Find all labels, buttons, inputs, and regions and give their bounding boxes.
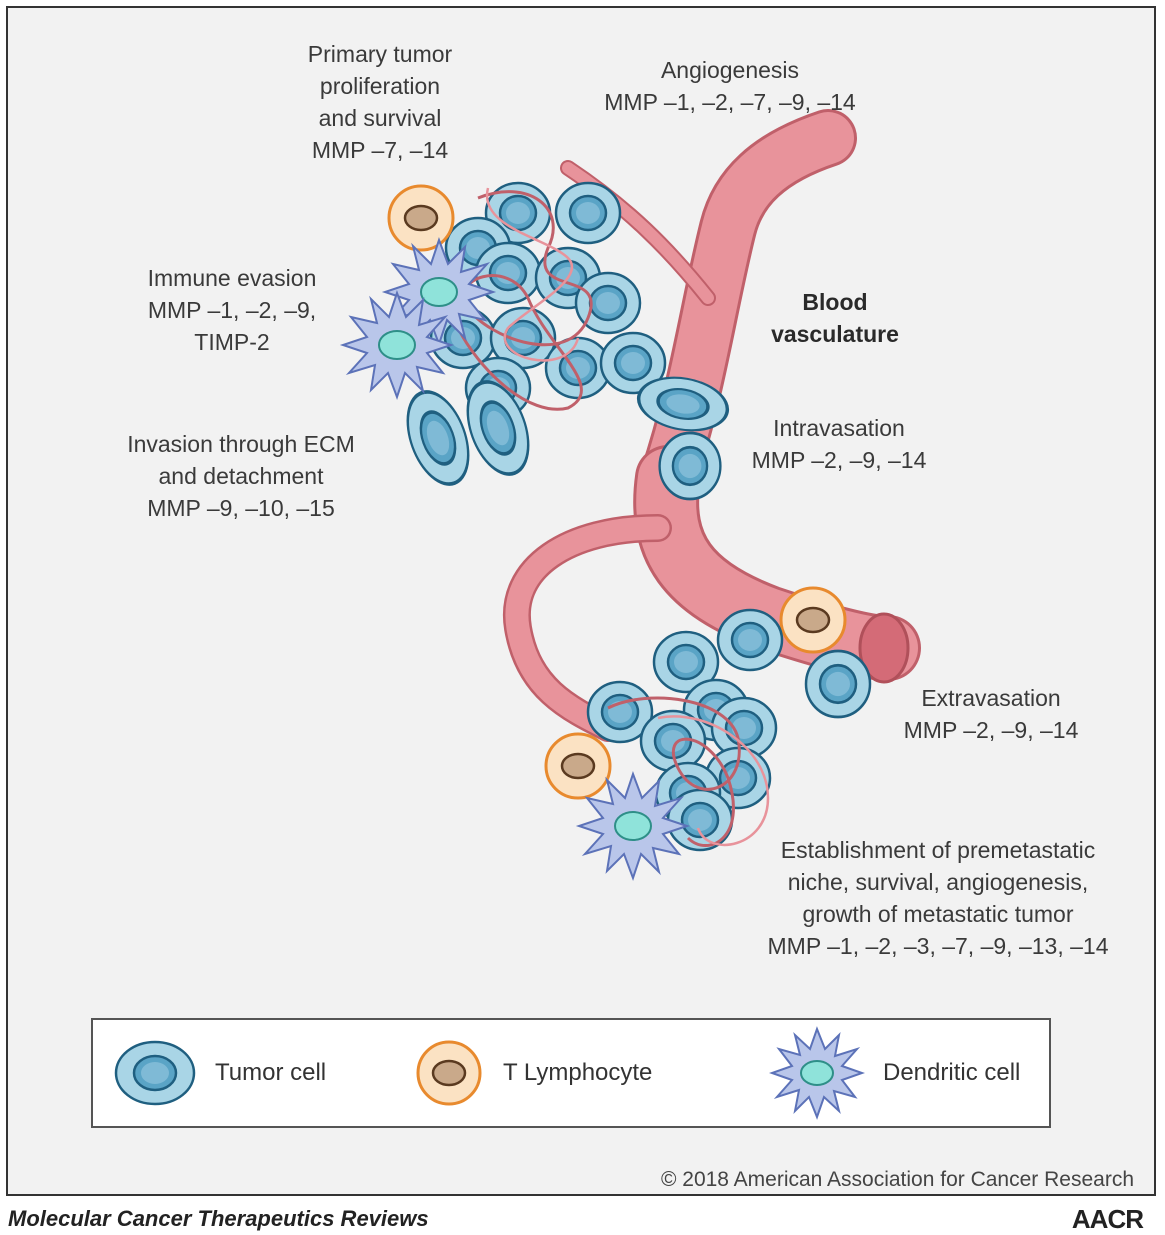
legend-item-t-lymphocyte: T Lymphocyte <box>413 1020 652 1126</box>
label-line: Establishment of premetastatic <box>748 834 1128 866</box>
legend: Tumor cell T Lymphocyte Dendritic cell <box>91 1018 1051 1128</box>
intravasation-label: Intravasation MMP –2, –9, –14 <box>744 412 934 476</box>
legend-label-t-lymphocyte: T Lymphocyte <box>503 1059 652 1087</box>
legend-label-tumor-cell: Tumor cell <box>215 1059 326 1087</box>
establishment-label: Establishment of premetastatic niche, su… <box>748 834 1128 962</box>
label-line: MMP –1, –2, –3, –7, –9, –13, –14 <box>748 930 1128 962</box>
label-line: niche, survival, angiogenesis, <box>748 866 1128 898</box>
label-line: Intravasation <box>744 412 934 444</box>
label-line: MMP –1, –2, –9, <box>122 294 342 326</box>
label-line: Immune evasion <box>122 262 342 294</box>
t-lymphocyte <box>546 734 610 798</box>
tumor-cell-icon <box>113 1039 197 1107</box>
label-line: Primary tumor <box>270 38 490 70</box>
tumor-cell <box>556 183 620 243</box>
publisher-logo: AACR <box>1072 1204 1143 1235</box>
label-line: growth of metastatic tumor <box>748 898 1128 930</box>
label-line: Invasion through ECM <box>106 428 376 460</box>
immune-evasion-label: Immune evasion MMP –1, –2, –9, TIMP-2 <box>122 262 342 358</box>
label-line: MMP –9, –10, –15 <box>106 492 376 524</box>
legend-item-dendritic-cell: Dendritic cell <box>769 1020 1020 1126</box>
angiogenesis-label: Angiogenesis MMP –1, –2, –7, –9, –14 <box>580 54 880 118</box>
label-line: Blood <box>760 286 910 318</box>
copyright-notice: © 2018 American Association for Cancer R… <box>661 1168 1134 1192</box>
label-line: MMP –2, –9, –14 <box>896 714 1086 746</box>
label-line: MMP –2, –9, –14 <box>744 444 934 476</box>
tumor-cell-extravasating <box>806 651 870 717</box>
journal-title: Molecular Cancer Therapeutics Reviews <box>8 1206 429 1232</box>
label-line: vasculature <box>760 318 910 350</box>
label-line: and detachment <box>106 460 376 492</box>
t-lymphocyte <box>389 186 453 250</box>
figure-frame: Primary tumor proliferation and survival… <box>6 6 1156 1196</box>
tumor-cell <box>718 610 782 670</box>
label-line: TIMP-2 <box>122 326 342 358</box>
label-line: proliferation <box>270 70 490 102</box>
legend-label-dendritic-cell: Dendritic cell <box>883 1059 1020 1087</box>
label-line: Extravasation <box>896 682 1086 714</box>
blood-vasculature-label: Blood vasculature <box>760 286 910 350</box>
label-line: MMP –7, –14 <box>270 134 490 166</box>
primary-tumor-label: Primary tumor proliferation and survival… <box>270 38 490 166</box>
t-lymphocyte <box>781 588 845 652</box>
primary-tumor-cluster <box>343 183 665 492</box>
label-line: MMP –1, –2, –7, –9, –14 <box>580 86 880 118</box>
t-lymphocyte-icon <box>413 1039 485 1107</box>
tumor-cell-intravasating <box>660 433 721 499</box>
dendritic-cell-icon <box>769 1025 865 1121</box>
label-line: and survival <box>270 102 490 134</box>
legend-item-tumor-cell: Tumor cell <box>113 1020 326 1126</box>
invasion-label: Invasion through ECM and detachment MMP … <box>106 428 376 524</box>
label-line: Angiogenesis <box>580 54 880 86</box>
extravasation-label: Extravasation MMP –2, –9, –14 <box>896 682 1086 746</box>
